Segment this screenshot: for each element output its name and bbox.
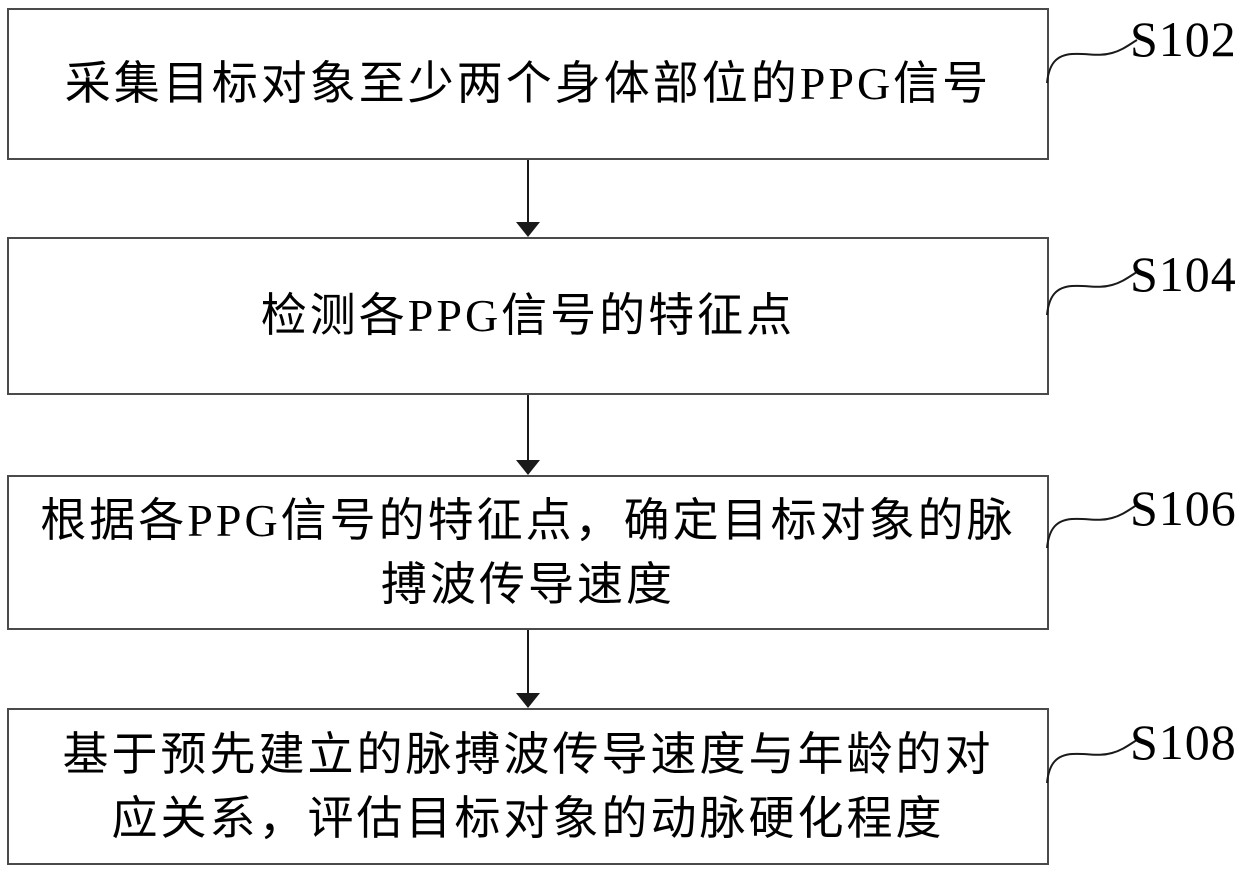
step-box-s106: 根据各PPG信号的特征点，确定目标对象的脉 搏波传导速度	[7, 475, 1049, 630]
flow-arrow-head-icon	[516, 222, 540, 237]
step-text-line: 应关系，评估目标对象的动脉硬化程度	[111, 792, 945, 844]
flow-arrow-head-icon	[516, 460, 540, 475]
step-text-line: 搏波传导速度	[381, 558, 675, 610]
step-label-s108: S108	[1130, 714, 1237, 770]
leader-line-s102	[1046, 39, 1138, 84]
leader-line-s104	[1046, 271, 1138, 316]
step-label-s102: S102	[1130, 11, 1237, 67]
leader-line-s108	[1046, 739, 1138, 784]
step-text-line: 根据各PPG信号的特征点，确定目标对象的脉	[40, 494, 1016, 546]
flow-arrow-line	[527, 395, 529, 461]
flow-arrow-line	[527, 630, 529, 694]
step-text-line: 采集目标对象至少两个身体部位的PPG信号	[64, 58, 992, 109]
step-label-s106: S106	[1130, 480, 1237, 536]
step-label-s104: S104	[1130, 246, 1237, 302]
flow-arrow-line	[527, 160, 529, 223]
step-text-line: 检测各PPG信号的特征点	[260, 290, 796, 341]
step-box-s102: 采集目标对象至少两个身体部位的PPG信号	[7, 8, 1049, 160]
step-text-line: 基于预先建立的脉搏波传导速度与年龄的对	[62, 728, 994, 780]
step-box-s108: 基于预先建立的脉搏波传导速度与年龄的对 应关系，评估目标对象的动脉硬化程度	[7, 708, 1049, 865]
flow-arrow-head-icon	[516, 693, 540, 708]
step-box-s104: 检测各PPG信号的特征点	[7, 237, 1049, 395]
leader-line-s106	[1046, 504, 1138, 549]
